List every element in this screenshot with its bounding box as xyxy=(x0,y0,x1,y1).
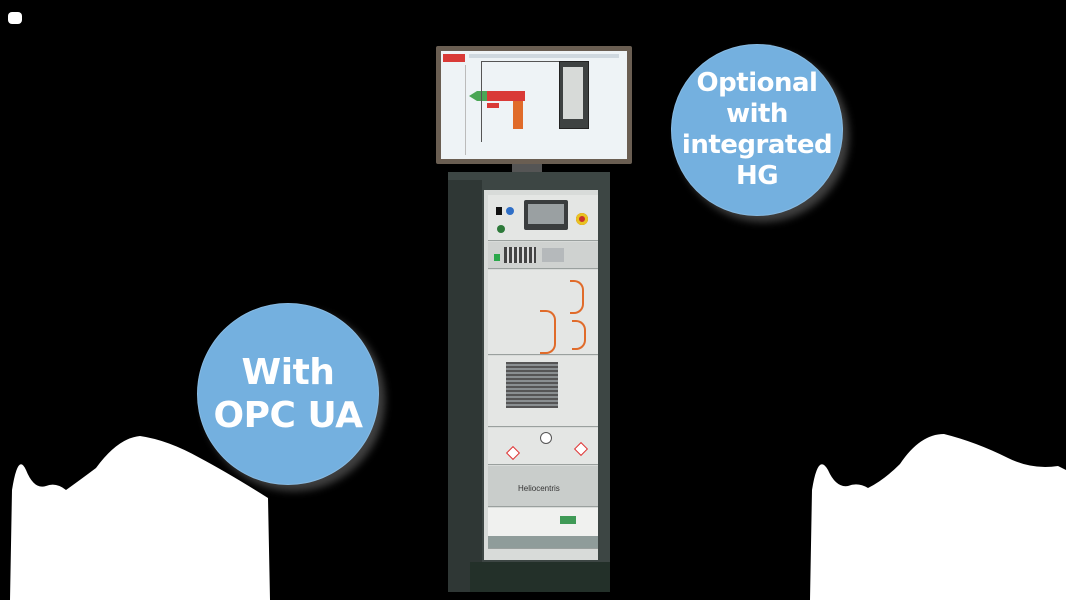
bubble-line: HG xyxy=(735,161,779,192)
white-silhouette-right xyxy=(810,434,1066,600)
psu-vent-grid xyxy=(504,247,536,263)
fan-grille xyxy=(506,362,558,408)
screen-orange-column xyxy=(513,101,523,129)
screen-green-block xyxy=(477,91,487,101)
bubble-line: Optional with xyxy=(696,67,818,129)
screen-device-panel xyxy=(563,67,583,119)
cable-orange-1 xyxy=(570,280,584,314)
brand-label: Heliocentris xyxy=(518,484,560,493)
screen-tabs xyxy=(469,54,619,58)
bubble-line: integrated xyxy=(681,130,833,160)
cable-orange-3 xyxy=(572,320,586,350)
analyzer-display xyxy=(560,516,576,524)
analyzer-unit xyxy=(488,508,598,549)
electrical-panel xyxy=(488,270,598,355)
pressure-gauge xyxy=(540,432,552,444)
bubble-line: With xyxy=(241,351,335,393)
screen-diagram-lines xyxy=(481,61,562,142)
screen-red-bar xyxy=(487,91,525,101)
screen-sidebar xyxy=(443,65,466,155)
ventilation-panel xyxy=(488,356,598,427)
brand-panel: Heliocentris xyxy=(488,466,598,507)
bubble-line: OPC UA xyxy=(213,395,363,436)
cable-orange-2 xyxy=(540,310,556,354)
analyzer-stripe xyxy=(488,536,598,548)
monitor-mount xyxy=(512,164,542,172)
psu-display xyxy=(542,248,564,262)
monitor-screen xyxy=(441,51,627,159)
power-supply-unit xyxy=(488,242,598,269)
emergency-stop-button[interactable] xyxy=(576,213,588,225)
cabinet-base xyxy=(470,562,610,592)
white-silhouette-left xyxy=(10,436,270,600)
info-bubble-integrated-hg: Optional with integrated HG xyxy=(671,44,843,216)
power-switch[interactable] xyxy=(496,207,502,215)
start-button-green[interactable] xyxy=(497,225,505,233)
screen-logo-bar xyxy=(443,54,465,62)
touchscreen-glass xyxy=(528,204,564,224)
knob-blue[interactable] xyxy=(506,207,514,215)
screen-red-box xyxy=(487,103,499,108)
info-bubble-opc-ua: With OPC UA xyxy=(197,303,379,485)
cabinet-side xyxy=(448,180,482,592)
psu-switch-green[interactable] xyxy=(494,254,500,261)
control-panel xyxy=(488,195,598,241)
hazard-sign-right xyxy=(573,441,589,457)
hazard-sign-left xyxy=(505,445,521,461)
gas-panel xyxy=(488,428,598,465)
screen-green-arrow xyxy=(469,91,477,101)
white-fragment-top-left xyxy=(8,12,22,24)
